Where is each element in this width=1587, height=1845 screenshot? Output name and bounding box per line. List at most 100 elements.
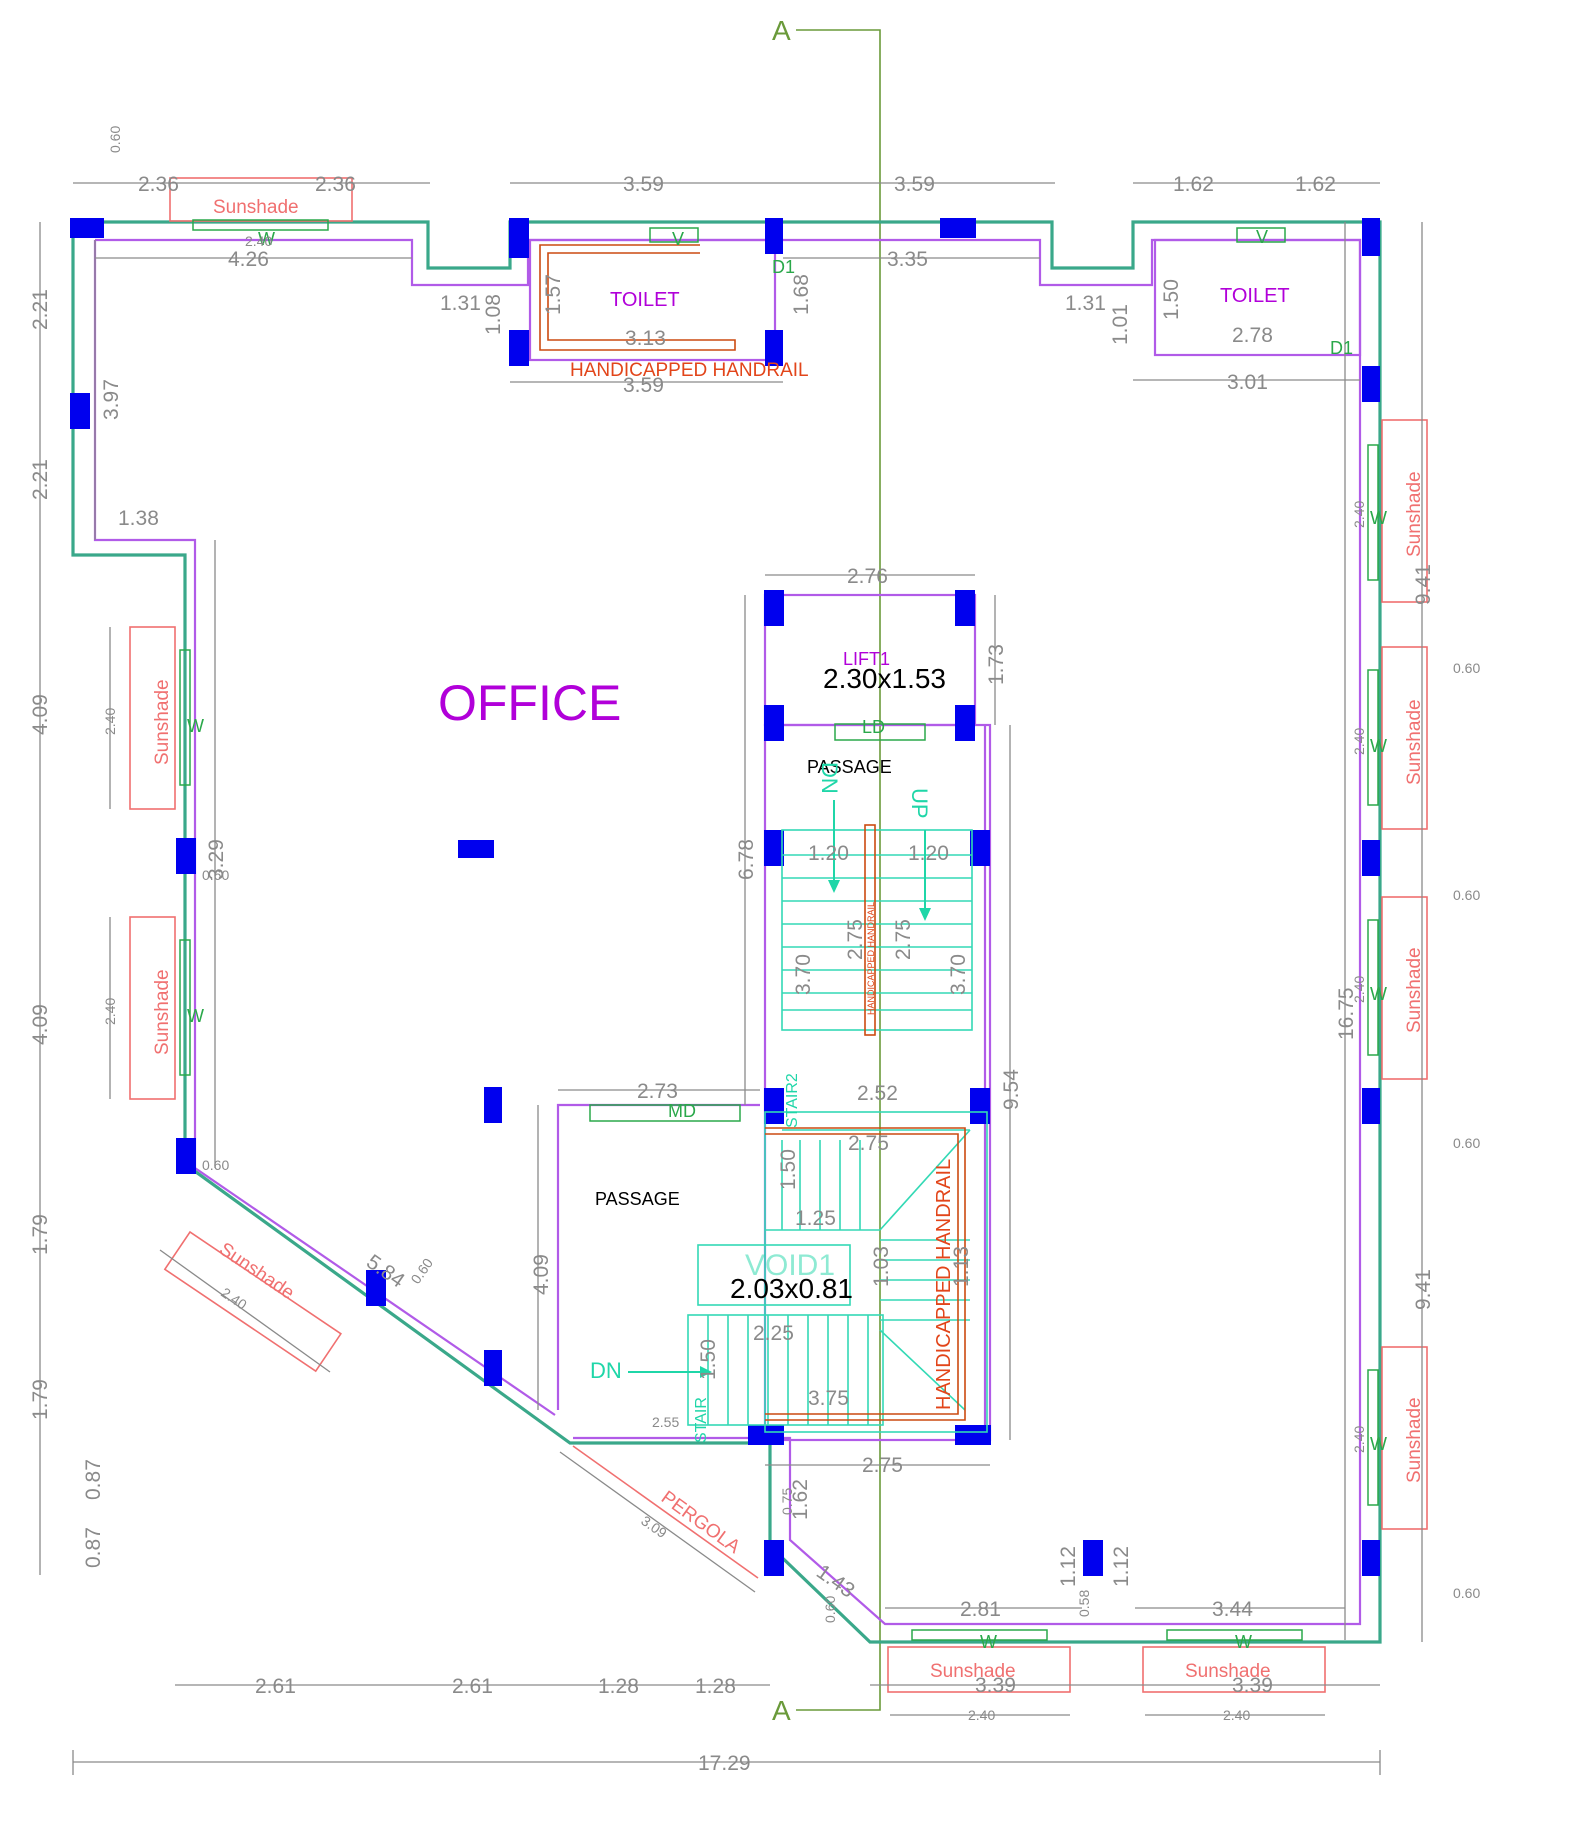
dim-text: 0.87 — [82, 1527, 105, 1568]
dim-text: 3.35 — [887, 248, 928, 271]
section-marker-bottom: A — [772, 1695, 791, 1726]
dim-text: 0.60 — [202, 867, 229, 883]
sunshade-label: Sunshade — [930, 1661, 1016, 1682]
column — [1362, 366, 1380, 402]
dim-text: 1.62 — [1295, 173, 1336, 196]
sunshade-label: Sunshade — [1404, 471, 1425, 557]
dim-text: 2.40 — [1351, 976, 1367, 1003]
lift-label: LIFT1 — [843, 649, 890, 669]
column — [955, 705, 975, 741]
dim-text: 1.62 — [789, 1479, 812, 1520]
sunshade-label: Sunshade — [1185, 1661, 1271, 1682]
room-labels: OFFICE TOILET TOILET LIFT1 2.30x1.53 PAS… — [438, 285, 1290, 1443]
dim-text: 2.40 — [102, 708, 118, 735]
dim-text: 3.09 — [638, 1512, 670, 1541]
office-label: OFFICE — [438, 675, 621, 731]
total-width-dim: 17.29 — [698, 1752, 751, 1775]
dim-text: 0.87 — [82, 1459, 105, 1500]
dim-text: 2.21 — [29, 289, 52, 330]
column — [748, 1425, 784, 1445]
stair-up-label: UP — [907, 788, 932, 819]
column — [1362, 218, 1380, 256]
dim-text: 1.50 — [777, 1149, 800, 1190]
window-label: W — [187, 1006, 204, 1026]
column — [955, 1425, 991, 1445]
dim-text: 4.09 — [530, 1254, 553, 1295]
dim-text: 1.31 — [440, 292, 481, 315]
dim-text: 2.75 — [844, 919, 867, 960]
dim-text: 3.29 — [205, 839, 228, 880]
column — [1362, 1088, 1380, 1124]
handrail-side-label: HANDICAPPED HANDRAIL — [933, 1159, 955, 1410]
column — [955, 590, 975, 626]
dim-text: 3.13 — [625, 327, 666, 350]
dim-text: 9.41 — [1412, 1269, 1435, 1310]
dim-text: 2.75 — [862, 1454, 903, 1477]
ventilator-label: V — [672, 229, 684, 249]
column — [970, 830, 990, 866]
dim-text: 2.75 — [892, 919, 915, 960]
dim-text: 2.55 — [652, 1414, 679, 1430]
dim-text: 3.59 — [623, 374, 664, 397]
dim-text: 1.25 — [795, 1207, 836, 1230]
sunshade-label: Sunshade — [152, 679, 173, 765]
windows — [179, 219, 1379, 1641]
dim-text: 1.01 — [1109, 304, 1132, 345]
dim-text: 1.73 — [985, 644, 1008, 685]
dim-text: 2.36 — [138, 173, 179, 196]
sunshade-label: Sunshade — [213, 197, 299, 218]
dim-text: 2.78 — [1232, 324, 1273, 347]
dim-text: 3.75 — [808, 1387, 849, 1410]
dim-text: 1.20 — [808, 842, 849, 865]
stair2-label: STAIR2 — [784, 1073, 801, 1128]
sunshade-label: Sunshade — [1404, 947, 1425, 1033]
window-label: W — [187, 716, 204, 736]
dim-text: 2.36 — [315, 173, 356, 196]
dim-text: 2.21 — [29, 459, 52, 500]
dim-text: 2.76 — [847, 565, 888, 588]
lift-size: 2.30x1.53 — [823, 663, 946, 694]
sunshades — [129, 177, 1428, 1693]
passage-lower-label: PASSAGE — [595, 1189, 680, 1209]
column — [765, 330, 783, 366]
dimension-lines — [39, 182, 1423, 1775]
dim-text: 2.81 — [960, 1598, 1001, 1621]
dim-text: 1.03 — [870, 1246, 893, 1287]
dim-text: 1.57 — [542, 274, 565, 315]
columns — [70, 218, 1380, 1576]
column — [940, 218, 976, 238]
dim-text: 2.73 — [637, 1080, 678, 1103]
dim-text: 1.62 — [1173, 173, 1214, 196]
annotation-labels: Sunshade Sunshade Sunshade Sunshade Suns… — [152, 197, 1425, 1682]
dim-text: 2.61 — [255, 1675, 296, 1698]
window-label: W — [1235, 1632, 1252, 1652]
main-door-label: MD — [668, 1101, 696, 1121]
column — [176, 1138, 196, 1174]
outer-wall — [71, 220, 1382, 1644]
dim-text: 0.60 — [1453, 887, 1480, 903]
dim-text: 1.31 — [1065, 292, 1106, 315]
dim-text: 1.28 — [695, 1675, 736, 1698]
dim-text: 2.52 — [857, 1082, 898, 1105]
dim-text: 2.40 — [1351, 728, 1367, 755]
stair-dn-label: DN — [590, 1358, 622, 1383]
dim-text: 1.12 — [1057, 1546, 1080, 1587]
lift-door-label: LD — [862, 717, 885, 737]
dim-text: 1.13 — [950, 1246, 973, 1287]
dim-text: 9.41 — [1412, 564, 1435, 605]
dim-text: 9.54 — [1000, 1069, 1023, 1110]
window-label: W — [1370, 736, 1387, 756]
void-size: 2.03x0.81 — [730, 1273, 853, 1304]
door-d1-label: D1 — [772, 257, 795, 277]
dim-text: 1.28 — [598, 1675, 639, 1698]
dim-text: 1.08 — [482, 294, 505, 335]
column — [484, 1087, 502, 1123]
dim-text: 3.59 — [894, 173, 935, 196]
dim-text: 0.60 — [1453, 1585, 1480, 1601]
dim-text: 0.60 — [1453, 660, 1480, 676]
window-label: W — [1370, 508, 1387, 528]
dim-text: 3.39 — [1232, 1674, 1273, 1697]
dim-text: 4.09 — [29, 1004, 52, 1045]
dim-text: 2.75 — [848, 1132, 889, 1155]
